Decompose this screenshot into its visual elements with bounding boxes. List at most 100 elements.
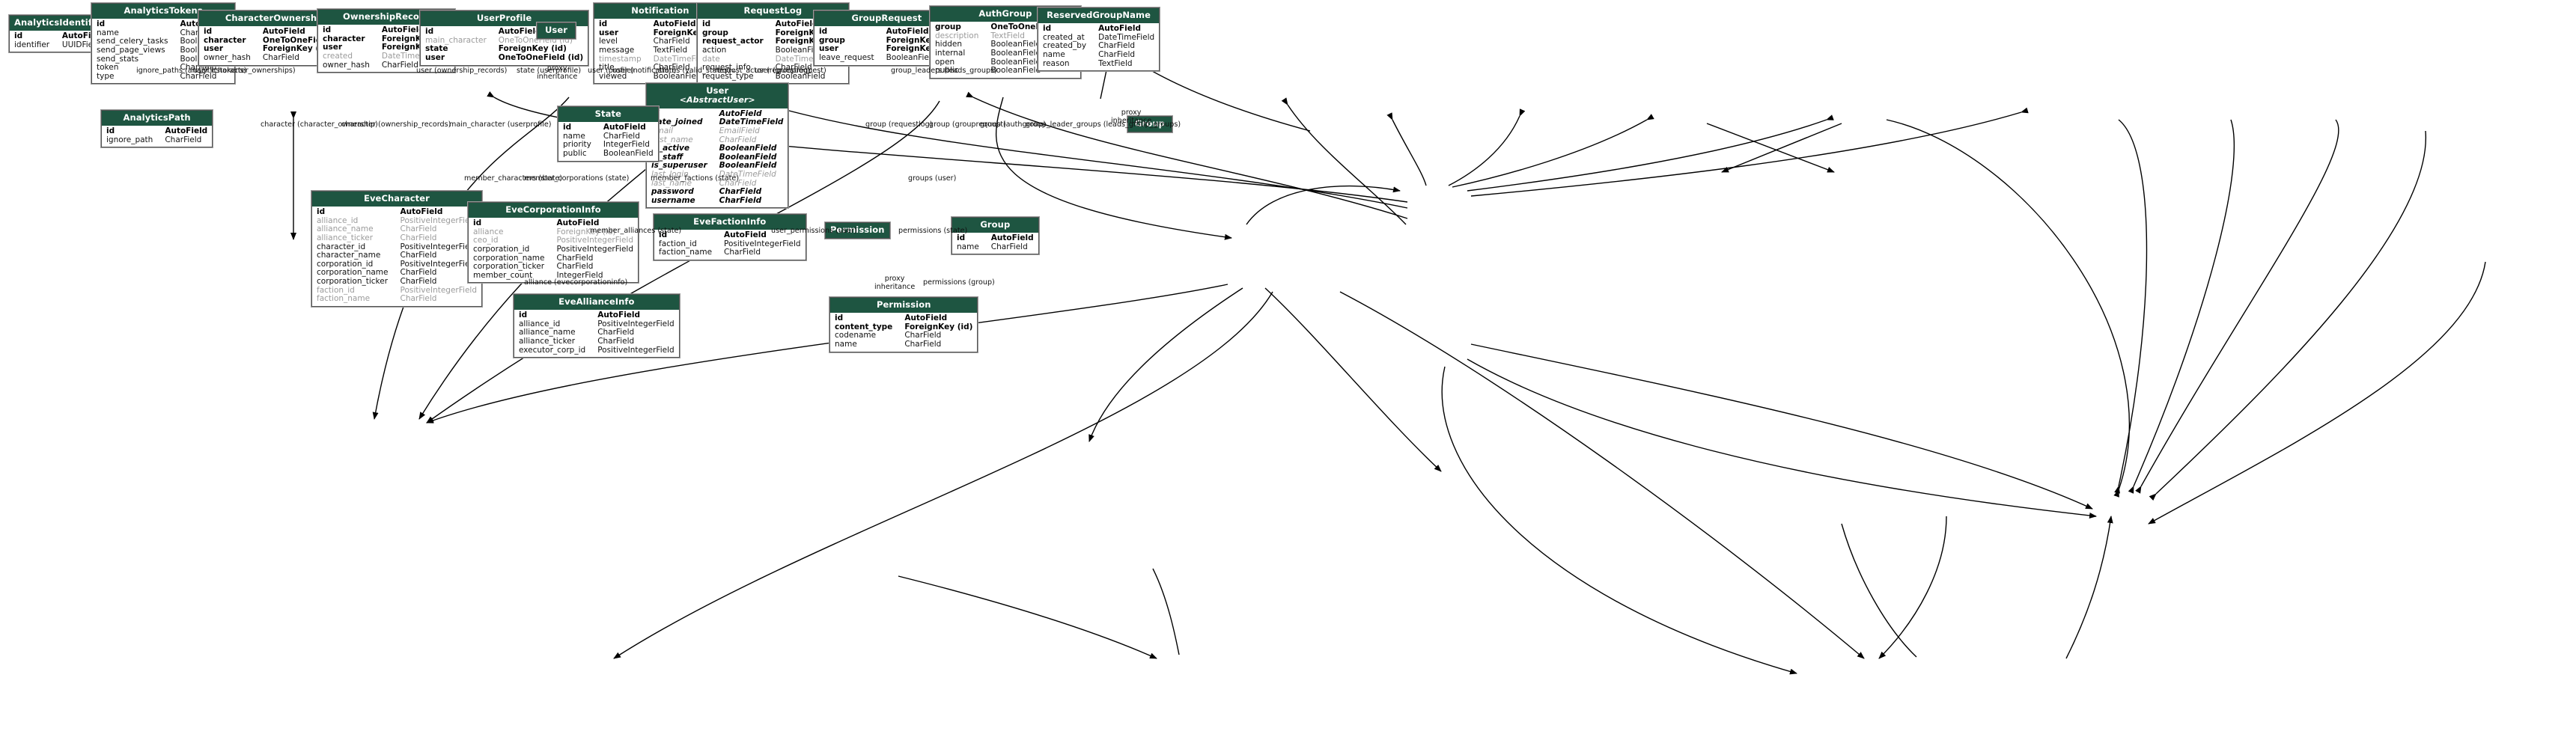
entity-user_small[interactable]: User <box>537 22 576 40</box>
entity-title: EveCharacter <box>312 192 481 207</box>
field-name: internal <box>935 49 966 58</box>
field-name: date_joined <box>651 117 703 127</box>
field-type: TextField <box>1098 58 1133 68</box>
field-type: BooleanField <box>990 57 1041 67</box>
edge-label: proxy inheritance <box>874 275 916 291</box>
field-type: BooleanField <box>775 71 826 81</box>
field-type: CharField <box>165 135 202 144</box>
field-name: id <box>659 230 668 240</box>
edge-label: user (grouprequest) <box>755 67 826 75</box>
entity-title: EveFactionInfo <box>654 215 806 230</box>
entity-user_abstract[interactable]: User<AbstractUser>idAutoFielddate_joined… <box>646 83 789 209</box>
field-name: user <box>323 43 343 52</box>
field-name: id <box>14 31 23 41</box>
field-type: ForeignKey (id) <box>886 44 954 54</box>
field-type: CharField <box>400 224 437 234</box>
field-name: alliance_name <box>317 224 374 234</box>
field-name: identifier <box>14 40 50 49</box>
field-type: PositiveIntegerField <box>400 285 477 295</box>
field-type: CharField <box>381 60 418 70</box>
field-name: character <box>204 35 246 45</box>
field-type: EmailField <box>719 126 760 136</box>
field-name: character_name <box>317 251 381 260</box>
entity-permission_small[interactable]: Permission <box>825 222 890 239</box>
field-name: reason <box>1043 58 1070 68</box>
field-name: alliance_ticker <box>317 233 374 242</box>
field-row: alliance ForeignKey (id) <box>469 227 638 237</box>
edge-label: alliance (evecorporationinfo) <box>524 278 628 287</box>
field-name: ceo_id <box>473 236 499 245</box>
field-name: name <box>97 28 119 37</box>
field-name: id <box>702 19 711 29</box>
field-type: PositiveIntegerField <box>400 215 477 225</box>
field-type: BooleanField <box>719 161 777 171</box>
entity-title: User<AbstractUser> <box>647 84 788 108</box>
field-name: viewed <box>599 71 627 81</box>
field-name: corporation_id <box>317 259 374 269</box>
field-type: ForeignKey (id) <box>653 28 722 37</box>
edge-label: group_leader_groups (leads_group_groups) <box>1026 120 1181 129</box>
edge-label: group (grouprequest) <box>929 120 1006 129</box>
field-name: last_name <box>651 178 692 188</box>
entity-title: AnalyticsIdentifier <box>10 16 110 31</box>
field-type: ForeignKey (id) <box>904 322 973 331</box>
field-name: faction_id <box>317 285 355 295</box>
field-name: first_name <box>651 135 693 144</box>
field-type: AutoField <box>381 25 424 35</box>
field-name: request_type <box>702 71 754 81</box>
field-type: ForeignKey (id) <box>381 34 451 43</box>
field-name: owner_hash <box>323 60 370 70</box>
field-type: CharField <box>904 331 942 340</box>
edge-label: member_alliances (state) <box>590 227 682 235</box>
field-type: CharField <box>556 253 594 263</box>
field-type: AutoField <box>904 314 948 323</box>
entity-title: Group <box>952 218 1038 233</box>
field-type: CharField <box>180 71 217 81</box>
field-type: ForeignKey (id) <box>498 44 567 54</box>
field-name: username <box>651 195 695 205</box>
field-name: executor_corp_id <box>519 345 586 355</box>
field-name: user <box>425 53 445 62</box>
field-name: group <box>819 35 845 45</box>
field-name: user <box>819 44 839 54</box>
field-type: BooleanField <box>653 71 704 81</box>
field-type: ForeignKey (id) <box>556 227 616 236</box>
entity-group_far[interactable]: Group <box>1127 116 1172 133</box>
field-name: id <box>835 314 844 323</box>
field-name: id <box>519 311 528 320</box>
field-name: alliance <box>473 227 504 236</box>
field-name: name <box>835 340 857 349</box>
